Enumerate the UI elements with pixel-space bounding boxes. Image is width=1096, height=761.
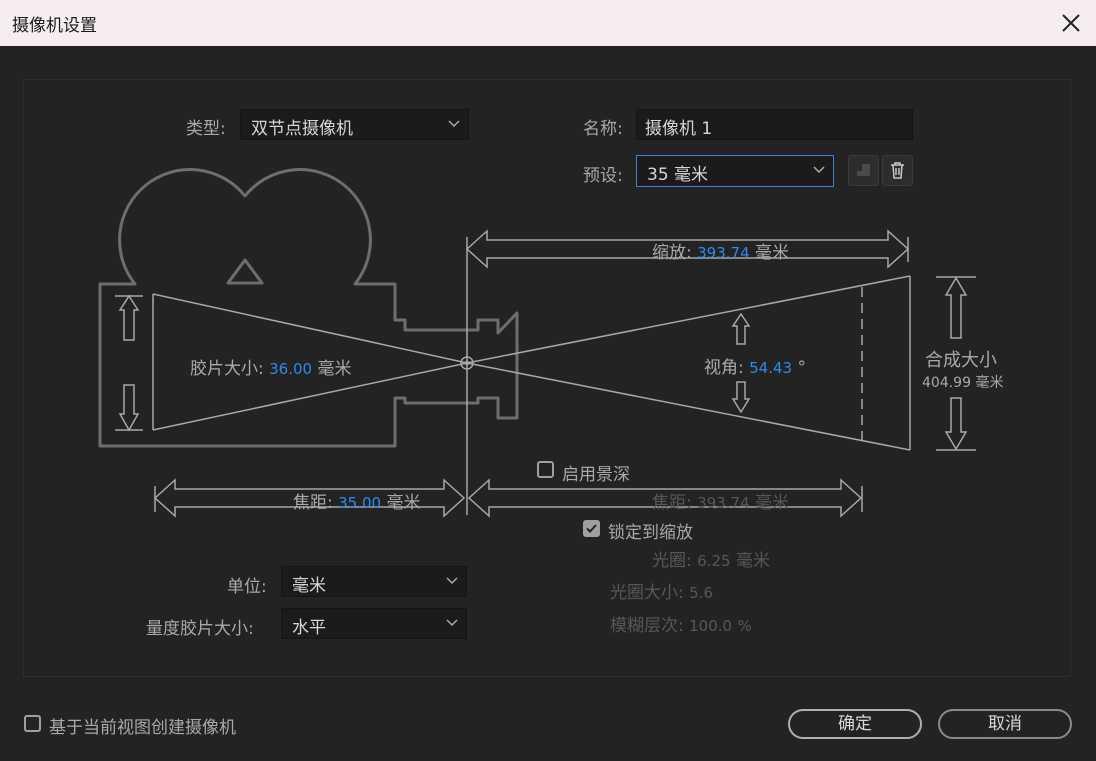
- aperture-unit: 毫米: [735, 551, 770, 571]
- zoom-readout: 缩放: 393.74 毫米: [652, 238, 789, 263]
- angle-label: 视角:: [704, 358, 744, 378]
- close-icon[interactable]: [1058, 10, 1084, 36]
- aperture-value: 6.25: [697, 552, 731, 570]
- angle-value[interactable]: 54.43: [749, 359, 793, 377]
- angle-unit: °: [797, 358, 807, 378]
- create-from-view-label[interactable]: 基于当前视图创建摄像机: [49, 718, 236, 738]
- focus-distance-readout: 焦距: 393.74 毫米: [652, 488, 789, 513]
- lock-to-zoom-checkbox[interactable]: [583, 520, 600, 537]
- zoom-value[interactable]: 393.74: [697, 244, 750, 262]
- name-label: 名称:: [583, 119, 623, 139]
- film-size-readout: 胶片大小: 36.00 毫米: [190, 354, 352, 379]
- dialog-title: 摄像机设置: [12, 16, 97, 36]
- enable-dof-checkbox[interactable]: [537, 461, 554, 478]
- chevron-down-icon: [446, 619, 458, 627]
- focus-distance-label: 焦距:: [652, 493, 692, 513]
- comp-size-readout: 404.99 毫米: [922, 372, 1003, 392]
- name-input[interactable]: 摄像机 1: [636, 109, 913, 140]
- angle-readout: 视角: 54.43 °: [704, 353, 806, 378]
- fstop-readout: 光圈大小: 5.6: [610, 578, 713, 603]
- ok-button[interactable]: 确定: [788, 709, 922, 739]
- focus-distance-value: 393.74: [697, 494, 750, 512]
- fstop-label: 光圈大小:: [610, 583, 684, 603]
- units-label: 单位:: [227, 577, 267, 597]
- chevron-down-icon: [813, 166, 825, 174]
- measure-film-dropdown[interactable]: 水平: [281, 608, 467, 639]
- chevron-down-icon: [448, 120, 460, 128]
- focus-distance-unit: 毫米: [755, 493, 790, 513]
- measure-film-value: 水平: [292, 618, 326, 638]
- type-label: 类型:: [186, 119, 226, 139]
- comp-size-value[interactable]: 404.99: [922, 375, 971, 391]
- new-preset-icon: [857, 164, 870, 176]
- aperture-readout: 光圈: 6.25 毫米: [652, 546, 770, 571]
- preset-dropdown[interactable]: 35 毫米: [636, 155, 834, 187]
- focal-length-label: 焦距:: [293, 493, 333, 513]
- cancel-button[interactable]: 取消: [938, 709, 1072, 739]
- chevron-down-icon: [446, 577, 458, 585]
- type-value: 双节点摄像机: [251, 119, 353, 139]
- blur-level-unit: %: [737, 617, 752, 635]
- type-dropdown[interactable]: 双节点摄像机: [240, 109, 469, 140]
- name-value: 摄像机 1: [645, 119, 713, 139]
- zoom-label: 缩放:: [652, 243, 692, 263]
- checkmark-icon: [586, 524, 597, 533]
- measure-film-label: 量度胶片大小:: [146, 619, 254, 639]
- blur-level-value: 100.0: [689, 617, 733, 635]
- focal-length-value[interactable]: 35.00: [338, 494, 382, 512]
- film-size-label: 胶片大小:: [190, 359, 264, 379]
- film-size-unit: 毫米: [317, 359, 352, 379]
- save-preset-button[interactable]: [848, 155, 879, 186]
- comp-size-label: 合成大小: [925, 350, 997, 371]
- fstop-value: 5.6: [689, 584, 713, 602]
- delete-preset-button[interactable]: [882, 155, 913, 186]
- preset-label: 预设:: [583, 166, 623, 186]
- create-from-view-checkbox[interactable]: [24, 715, 41, 732]
- units-value: 毫米: [292, 576, 326, 596]
- zoom-unit: 毫米: [755, 243, 790, 263]
- aperture-label: 光圈:: [652, 551, 692, 571]
- title-bar: 摄像机设置: [0, 0, 1096, 46]
- focal-length-readout: 焦距: 35.00 毫米: [293, 488, 421, 513]
- comp-size-unit: 毫米: [975, 375, 1004, 391]
- trash-icon: [891, 162, 904, 179]
- lock-to-zoom-label[interactable]: 锁定到缩放: [608, 523, 693, 543]
- enable-dof-label[interactable]: 启用景深: [562, 465, 630, 485]
- blur-level-readout: 模糊层次: 100.0 %: [610, 611, 752, 636]
- focal-length-unit: 毫米: [386, 493, 421, 513]
- units-dropdown[interactable]: 毫米: [281, 566, 467, 597]
- preset-value: 35 毫米: [647, 165, 709, 185]
- blur-level-label: 模糊层次:: [610, 616, 684, 636]
- film-size-value[interactable]: 36.00: [269, 360, 313, 378]
